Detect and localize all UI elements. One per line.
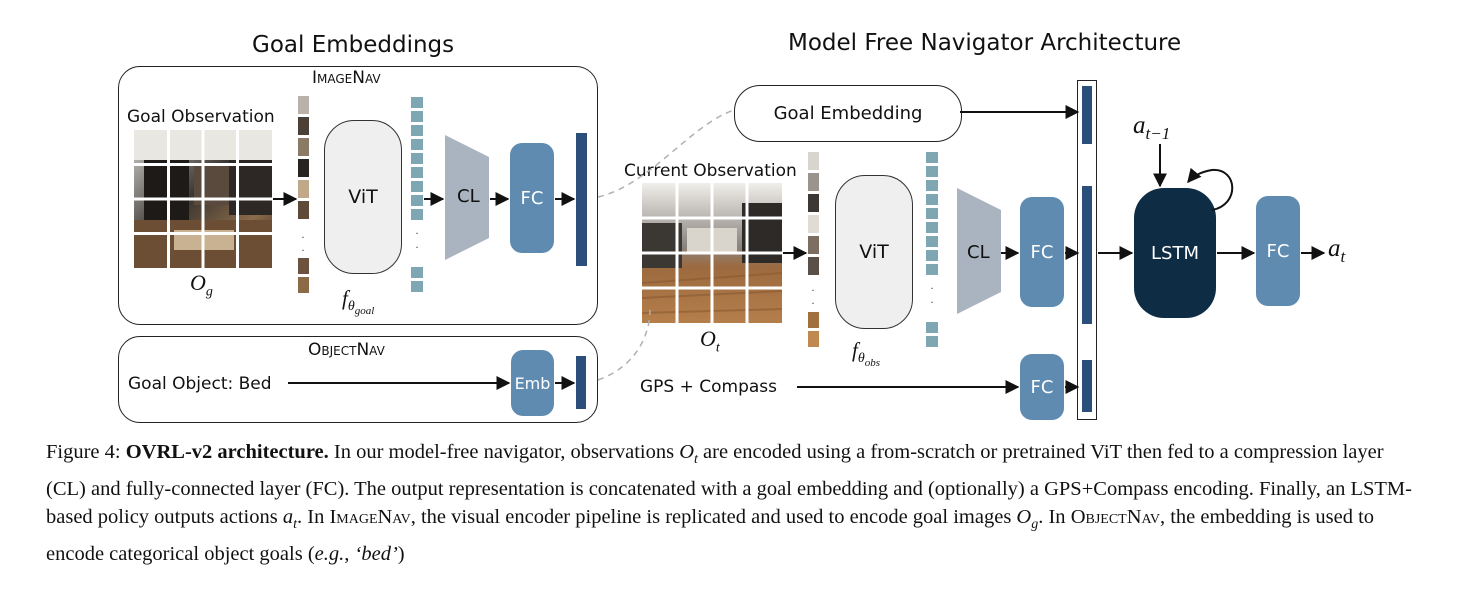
current-patch-strip: · · xyxy=(808,152,819,350)
svg-text:·: · xyxy=(811,283,815,297)
caption-text-2: are encoded using a from-scratch or pret… xyxy=(46,441,1412,529)
caption-text-5: . In xyxy=(1038,506,1071,529)
navigator-architecture-title: Model Free Navigator Architecture xyxy=(788,30,1182,56)
current-cl-block xyxy=(957,188,1001,314)
lstm-label: LSTM xyxy=(1151,242,1199,264)
caption-bold-title: OVRL-v2 architecture. xyxy=(125,441,329,463)
output-fc-label: FC xyxy=(1266,240,1290,262)
caption-text-8: ) xyxy=(397,542,405,565)
goal-output-bar xyxy=(576,133,587,266)
svg-text:·: · xyxy=(415,240,419,254)
current-observation-label: Current Observation xyxy=(624,161,797,181)
goal-cl-label: CL xyxy=(457,186,480,207)
svg-text:·: · xyxy=(301,230,305,244)
caption-math-at: at xyxy=(282,506,297,533)
f-theta-goal: fθgoal xyxy=(342,286,375,317)
goal-fc-label: FC xyxy=(520,187,544,209)
current-cl-label: CL xyxy=(967,242,990,263)
dashed-imagenav-to-goalemb xyxy=(597,109,735,198)
goal-embed-strip: · · xyxy=(411,97,423,295)
current-observation-image xyxy=(642,183,782,323)
figure-caption: Figure 4: OVRL-v2 architecture. In our m… xyxy=(46,438,1416,568)
goal-observation-image xyxy=(134,130,272,268)
caption-objectnav: ObjectNav xyxy=(1070,506,1160,529)
caption-text-4: , the visual encoder pipeline is replica… xyxy=(410,506,1017,529)
prev-action-symbol: at−1 xyxy=(1133,112,1171,143)
lstm-recurrent-loop xyxy=(1187,167,1234,211)
output-fc-block: FC xyxy=(1256,196,1300,306)
goal-embeddings-title: Goal Embeddings xyxy=(252,32,455,58)
goal-cl-block xyxy=(445,135,489,260)
goal-fc-block: FC xyxy=(510,143,554,253)
svg-text:·: · xyxy=(301,243,305,257)
concat-goal-bar xyxy=(1082,86,1092,144)
caption-fig-label: Figure 4: xyxy=(46,441,126,463)
f-theta-obs: fθobs xyxy=(852,338,881,369)
gps-fc-label: FC xyxy=(1030,376,1054,398)
goal-observation-label: Goal Observation xyxy=(127,107,275,127)
current-fc-block: FC xyxy=(1020,197,1064,307)
caption-text-3: . In xyxy=(297,506,330,529)
caption-math-og: Og xyxy=(1016,506,1039,533)
current-vit-label: ViT xyxy=(859,241,889,263)
concat-gps-bar xyxy=(1082,360,1092,412)
emb-block: Emb xyxy=(511,350,554,416)
svg-text:·: · xyxy=(930,281,934,295)
current-fc-label: FC xyxy=(1030,241,1054,263)
caption-text-7: , xyxy=(344,542,355,565)
objectnav-panel-title: ObjectNav xyxy=(308,340,385,360)
current-obs-symbol: Ot xyxy=(700,326,720,356)
lstm-block: LSTM xyxy=(1134,188,1216,318)
goal-embedding-pill: Goal Embedding xyxy=(734,85,962,142)
current-vit-block: ViT xyxy=(835,175,913,329)
caption-text-6: , the embedding is used to encode catego… xyxy=(46,506,1375,565)
gps-compass-label: GPS + Compass xyxy=(640,377,778,397)
goal-obs-symbol: Og xyxy=(190,270,213,300)
gps-fc-block: FC xyxy=(1020,354,1064,420)
imagenav-panel-title: ImageNav xyxy=(312,68,381,88)
svg-text:·: · xyxy=(415,226,419,240)
caption-text-1: In our model-free navigator, observation… xyxy=(328,441,680,463)
caption-imagenav: ImageNav xyxy=(329,506,411,529)
action-symbol: at xyxy=(1328,235,1346,266)
caption-bed: ‘bed’ xyxy=(354,542,398,565)
emb-label: Emb xyxy=(514,373,551,393)
goal-vit-label: ViT xyxy=(348,186,378,208)
current-embed-strip: · · xyxy=(926,152,938,350)
goal-embedding-label: Goal Embedding xyxy=(773,103,923,124)
goal-object-label: Goal Object: Bed xyxy=(128,374,272,394)
objectnav-output-bar xyxy=(576,356,586,409)
svg-text:·: · xyxy=(930,295,934,309)
connector-arrows xyxy=(273,105,1326,394)
svg-text:·: · xyxy=(811,296,815,310)
concat-obs-bar xyxy=(1082,186,1092,324)
goal-vit-block: ViT xyxy=(324,120,402,274)
caption-math-ot: Ot xyxy=(679,441,698,468)
goal-patch-strip: · · xyxy=(298,96,309,296)
caption-eg: e.g. xyxy=(314,542,345,565)
dashed-objectnav-to-goalemb xyxy=(597,309,651,381)
